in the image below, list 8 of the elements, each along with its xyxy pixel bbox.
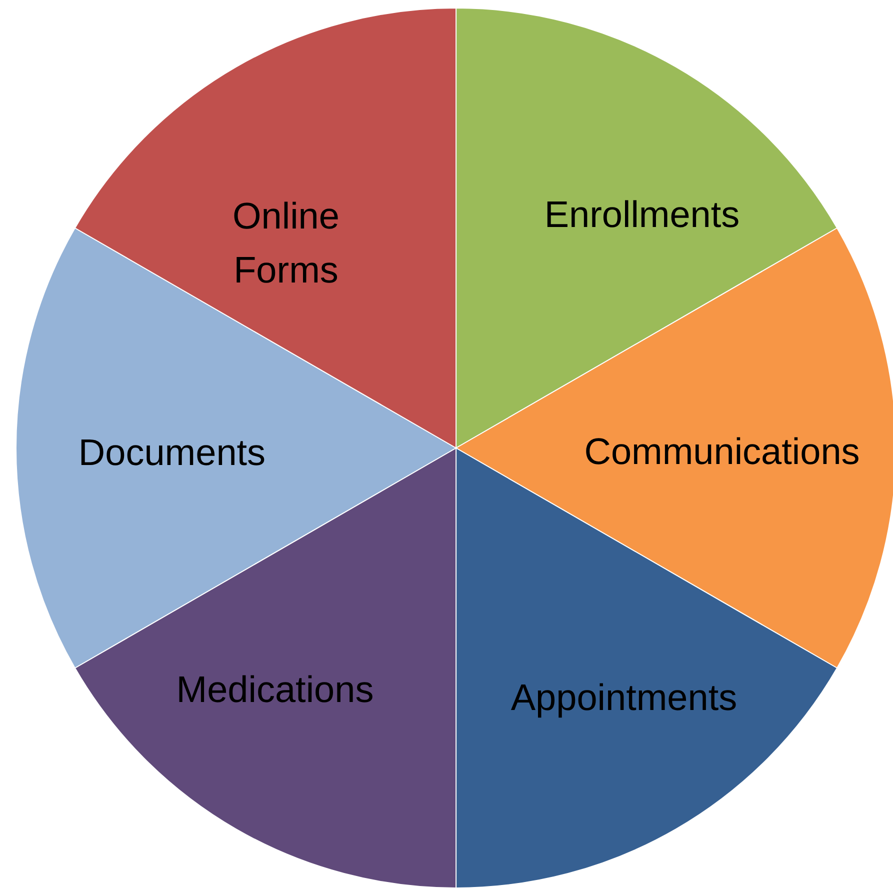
slice-label: Communications [583,430,861,474]
slice-label: Documents [77,431,267,476]
slice-label: Appointments [510,676,738,720]
slice-label: Medications [175,668,375,712]
pie-slice [456,228,893,668]
slice-label: Enrollments [543,193,741,238]
slice-label: Online Forms [232,194,340,292]
pie-slice [16,228,456,668]
